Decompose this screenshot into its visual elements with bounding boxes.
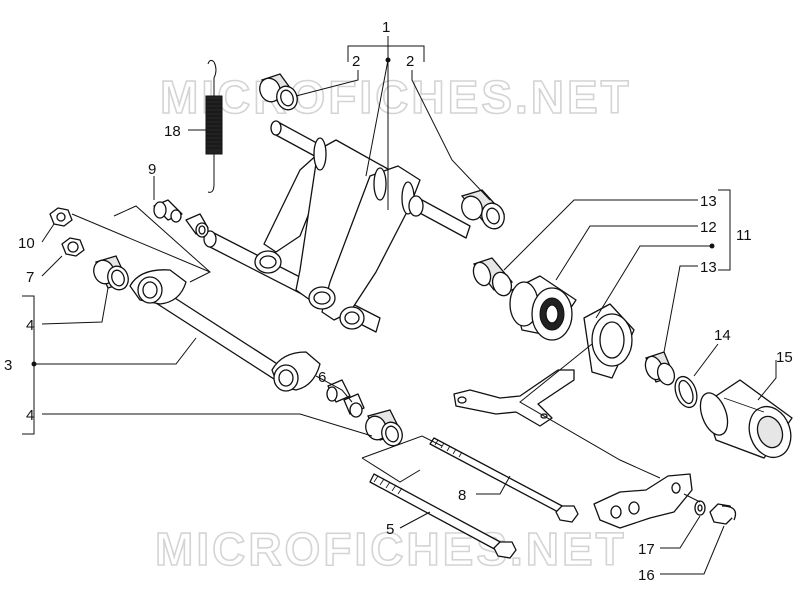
callout-18: 18	[164, 123, 181, 140]
pin-part	[153, 199, 209, 238]
housing-11-part	[583, 303, 635, 379]
bushing-13-top-part	[472, 257, 514, 297]
watermark-bottom: MICROFICHES.NET	[155, 523, 627, 575]
callout-16: 16	[638, 567, 655, 584]
spring-part	[205, 59, 223, 193]
bushing-13-bottom-part	[644, 351, 676, 386]
watermark-top: MICROFICHES.NET	[160, 71, 632, 123]
bracket-part	[453, 369, 575, 427]
callout-15: 15	[776, 349, 793, 366]
leader-lines	[22, 36, 777, 575]
bushing-right-part	[460, 189, 506, 230]
circlip-part	[674, 375, 698, 409]
callout-10: 10	[18, 235, 35, 252]
callout-6: 6	[318, 369, 326, 386]
pin-6-part	[326, 379, 365, 418]
callout-12: 12	[700, 219, 717, 236]
nut-10-part	[49, 207, 73, 227]
callout-11: 11	[736, 227, 752, 244]
cap-nut-part	[709, 503, 737, 525]
swing-arm-part	[203, 120, 471, 333]
callout-3: 3	[4, 357, 12, 374]
callout-5: 5	[386, 521, 394, 538]
callout-4b: 4	[26, 407, 34, 424]
shaft-assembly-part	[129, 269, 321, 392]
bushing-left-part	[93, 255, 129, 291]
callout-9: 9	[148, 161, 156, 178]
bolt-8-part	[429, 437, 579, 523]
callout-7: 7	[26, 269, 34, 286]
bushing-lower-part	[365, 409, 403, 447]
callout-1: 1	[382, 19, 390, 36]
callout-8: 8	[458, 487, 466, 504]
bearing-part	[509, 275, 577, 341]
callout-14: 14	[714, 327, 731, 344]
washer-part	[694, 500, 706, 516]
callout-4a: 4	[26, 317, 34, 334]
plate-part	[593, 473, 693, 529]
callout-17: 17	[638, 541, 655, 558]
bolt-5-part	[369, 473, 517, 559]
roller-part	[699, 379, 793, 459]
callout-13a: 13	[700, 193, 717, 210]
callout-13b: 13	[700, 259, 717, 276]
callout-2a: 2	[352, 53, 360, 70]
bushing-top-part	[259, 73, 298, 111]
nut-7-part	[61, 237, 85, 257]
callout-2b: 2	[406, 53, 414, 70]
